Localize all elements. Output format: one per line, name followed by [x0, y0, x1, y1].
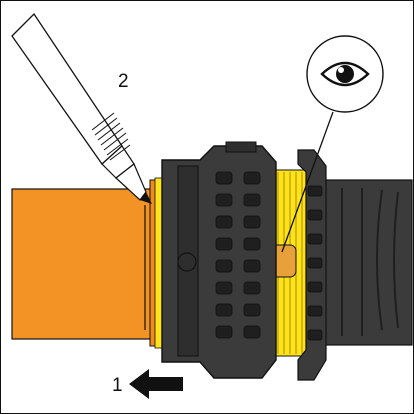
eye-icon — [306, 35, 384, 113]
connector-housing-left — [161, 141, 277, 379]
connector-housing-right — [297, 149, 327, 381]
marker-pen-icon — [11, 12, 152, 204]
orange-cable — [11, 179, 165, 347]
arrow-left-icon — [129, 369, 183, 399]
inspection-leader-line — [281, 111, 334, 253]
callout-push-step: 1 — [112, 375, 123, 396]
callout-pen-step: 2 — [118, 71, 129, 92]
connector-body-right — [321, 179, 413, 346]
